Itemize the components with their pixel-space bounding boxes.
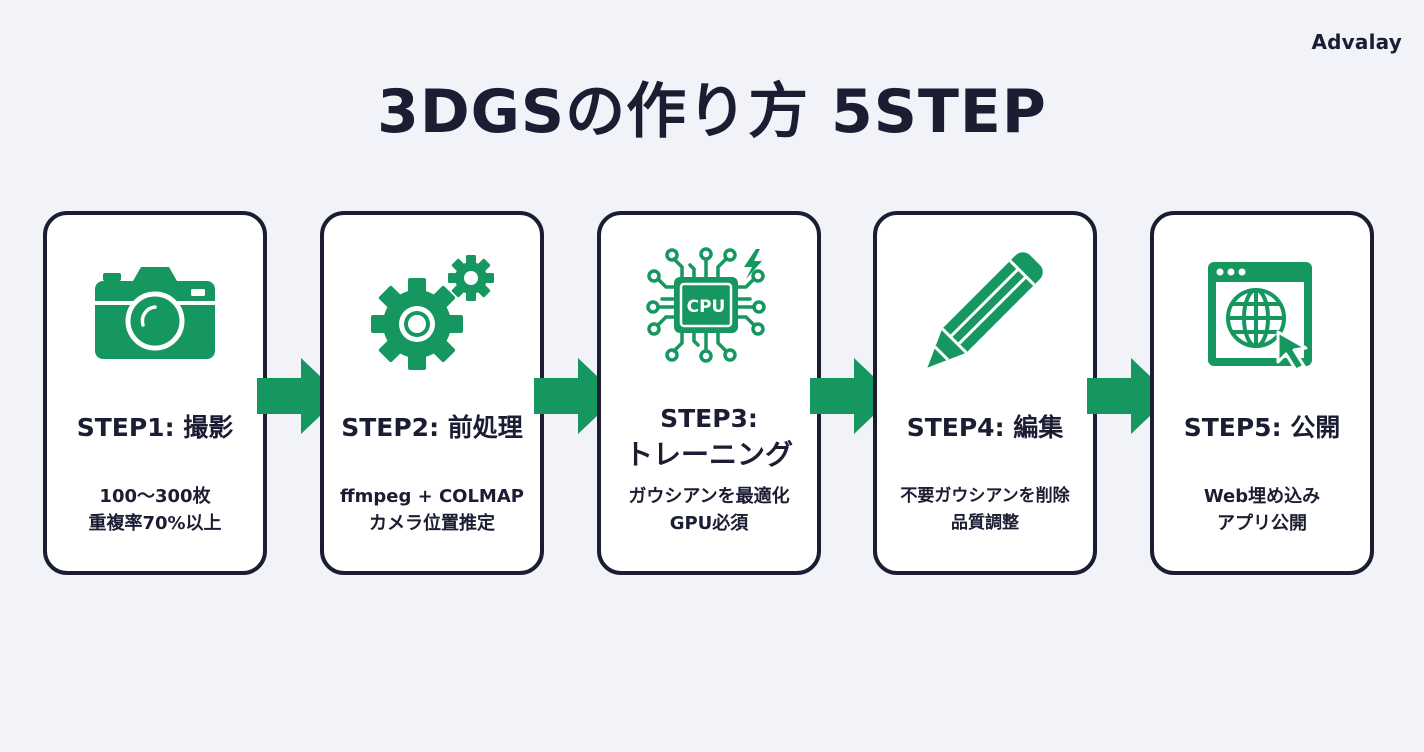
camera-icon [85,253,225,373]
step-title-line-1: STEP3: [660,404,758,433]
step-title: STEP4: 編集 [906,413,1064,442]
brand-logo: Advalay [1311,30,1402,54]
step-title: STEP5: 公開 [1183,413,1341,442]
step-title: STEP2: 前処理 [341,413,523,442]
step-card-3: CPU STEP3: トレーニング ガウシアンを最適化 GPU必須 [597,211,821,575]
web-globe-cursor-icon [1192,255,1332,375]
step-card-5: STEP5: 公開 Web埋め込み アプリ公開 [1150,211,1374,575]
step-card-4: STEP4: 編集 不要ガウシアンを削除 品質調整 [873,211,1097,575]
step-card-1: STEP1: 撮影 100〜300枚 重複率70%以上 [43,211,267,575]
page-title: 3DGSの作り方 5STEP [377,77,1047,147]
step-description: Web埋め込み アプリ公開 [1203,486,1321,534]
step-description: 不要ガウシアンを削除 品質調整 [900,486,1070,533]
gears-icon [362,253,502,373]
cpu-chip-icon: CPU [639,245,779,365]
step-description: 100〜300枚 重複率70%以上 [88,486,222,534]
step-title: STEP3: トレーニング [601,401,817,473]
step-card-2: STEP2: 前処理 ffmpeg + COLMAP カメラ位置推定 [320,211,544,575]
step-description: ガウシアンを最適化 GPU必須 [628,486,790,534]
svg-text:CPU: CPU [687,297,726,317]
step-title: STEP1: 撮影 [76,413,234,442]
step-description: ffmpeg + COLMAP カメラ位置推定 [340,486,524,534]
pencil-icon [915,249,1055,369]
step-title-line-2: トレーニング [624,438,793,471]
